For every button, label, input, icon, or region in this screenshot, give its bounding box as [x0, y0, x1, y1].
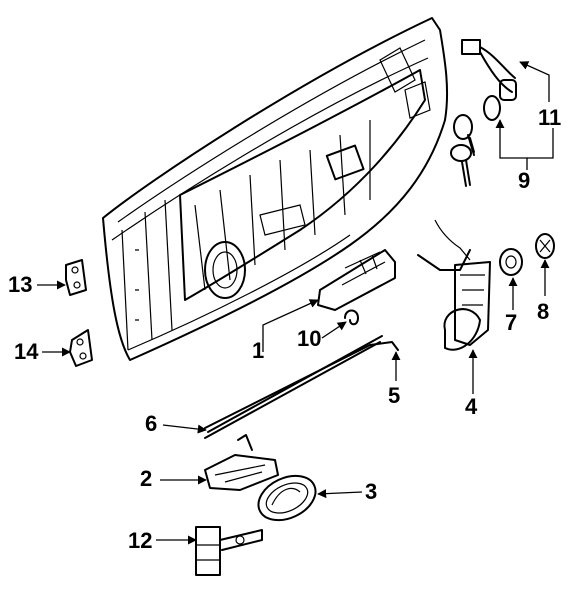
callout-13: 13	[8, 272, 33, 297]
callout-6: 6	[145, 411, 158, 436]
part-9-lock-cylinder	[450, 95, 501, 187]
callout-1: 1	[252, 338, 265, 363]
callout-2: 2	[140, 466, 153, 491]
callout-10: 10	[297, 326, 322, 351]
callout-14: 14	[14, 339, 39, 364]
part-13-hinge	[65, 259, 87, 296]
part-10-clip	[344, 309, 359, 326]
callout-4: 4	[465, 394, 478, 419]
callout-3: 3	[365, 479, 378, 504]
part-8-grommet	[535, 233, 555, 259]
part-3-emblem	[257, 474, 317, 522]
callout-11: 11	[538, 105, 562, 130]
part-7-bushing	[499, 248, 523, 276]
callout-8: 8	[537, 299, 550, 324]
part-11-harness	[461, 39, 517, 101]
part-6-rod	[204, 335, 383, 439]
part-5-rod	[204, 341, 399, 429]
callout-9: 9	[518, 168, 531, 193]
door-shell	[102, 17, 449, 361]
callout-5: 5	[388, 383, 401, 408]
callout-12: 12	[128, 528, 153, 553]
part-4-latch	[417, 219, 491, 351]
part-12-check-link	[195, 526, 263, 576]
leader-lines	[37, 61, 554, 545]
part-2-outside-handle	[204, 434, 279, 491]
callout-7: 7	[505, 310, 518, 335]
part-14-hinge	[69, 329, 93, 367]
